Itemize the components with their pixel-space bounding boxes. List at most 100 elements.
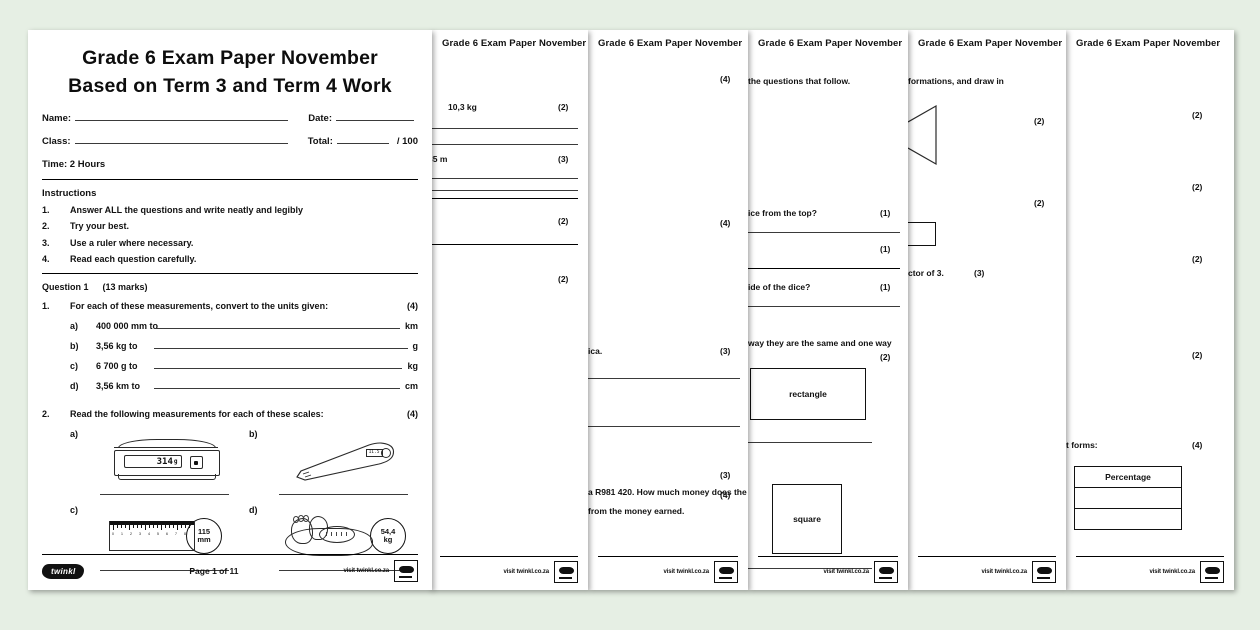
scale-item-c: c)	[70, 505, 239, 567]
scale-unit: g	[173, 458, 178, 466]
body-text: ica.	[588, 346, 603, 356]
table-row	[1074, 508, 1182, 530]
answer-line[interactable]	[748, 268, 900, 269]
answer-line[interactable]	[748, 232, 900, 233]
date-input[interactable]	[336, 111, 414, 121]
answer-line[interactable]	[154, 379, 400, 390]
item-text: Read the following measurements for each…	[70, 409, 324, 420]
subitem-unit: cm	[404, 381, 418, 392]
body-text: t forms:	[1066, 440, 1098, 450]
footer-divider	[440, 556, 578, 557]
marks-label: (1)	[880, 208, 891, 218]
answer-line[interactable]	[748, 568, 872, 569]
page-title-line-1: Grade 6 Exam Paper November	[82, 47, 378, 69]
percentage-column-header: Percentage	[1074, 466, 1182, 488]
instruction-item: 4. Read each question carefully.	[42, 254, 418, 264]
scales-row-2: c)	[70, 505, 418, 567]
answer-line[interactable]	[588, 426, 740, 427]
page-6-footer: visit twinkl.co.za	[1076, 556, 1224, 583]
exam-page-5[interactable]: Grade 6 Exam Paper November formations, …	[908, 30, 1066, 590]
answer-line[interactable]	[748, 442, 872, 443]
subitem-value: 3,56 kg to	[96, 341, 138, 352]
total-label: Total:	[307, 135, 333, 147]
subitem-unit: g	[412, 341, 419, 352]
page-5-body: formations, and draw in (2) (2) ctor of …	[908, 56, 1056, 556]
body-text: a R981 420. How much money does the	[588, 487, 747, 497]
answer-line[interactable]	[100, 493, 229, 496]
body-text: ide of the dice?	[748, 282, 811, 292]
marks-label: (2)	[1192, 350, 1203, 360]
marks-label: (3)	[720, 346, 731, 356]
percentage-cell[interactable]	[1074, 487, 1182, 509]
thermometer-display: 11.5	[365, 449, 383, 458]
percentage-cell[interactable]	[1074, 508, 1182, 530]
marks-label: (2)	[1034, 116, 1045, 126]
instruction-item: 1. Answer ALL the questions and write ne…	[42, 205, 418, 215]
answer-line[interactable]	[279, 493, 408, 496]
scale-letter: a)	[70, 429, 79, 440]
exam-page-2[interactable]: Grade 6 Exam Paper November 10,3 kg 35 m…	[430, 30, 588, 590]
instruction-number: 2.	[42, 221, 50, 232]
answer-line[interactable]	[279, 569, 408, 572]
answer-line[interactable]	[430, 144, 578, 145]
trapezoid-shape	[908, 104, 937, 166]
footer-divider	[598, 556, 738, 557]
marks-label: (2)	[558, 274, 569, 284]
body-text: from the money earned.	[588, 506, 685, 516]
exam-page-6[interactable]: Grade 6 Exam Paper November (2) (2) (2) …	[1066, 30, 1234, 590]
callout-value: 115	[197, 527, 211, 537]
answer-line[interactable]	[154, 339, 408, 350]
running-header: Grade 6 Exam Paper November	[1076, 38, 1221, 49]
rectangle-shape: rectangle	[750, 368, 866, 420]
question-number: Question 1	[42, 282, 89, 293]
twinkl-logo: twinkl	[42, 563, 85, 579]
page-4-footer: visit twinkl.co.za	[758, 556, 898, 583]
answer-line[interactable]	[430, 244, 578, 245]
scale-letter: b)	[249, 429, 258, 440]
scale-reading: 314	[156, 456, 173, 467]
class-input[interactable]	[74, 134, 288, 144]
exam-page-1[interactable]: Grade 6 Exam Paper November Based on Ter…	[28, 30, 432, 590]
subitem-unit: kg	[407, 361, 418, 372]
answer-line[interactable]	[154, 319, 400, 330]
instruction-number: 1.	[42, 204, 50, 215]
answer-line[interactable]	[430, 190, 578, 191]
answer-line[interactable]	[430, 198, 578, 199]
answer-line[interactable]	[748, 306, 900, 307]
page-5-footer: visit twinkl.co.za	[918, 556, 1056, 583]
item-number: 1.	[42, 301, 50, 312]
body-text: the questions that follow.	[748, 76, 851, 86]
exam-page-3[interactable]: Grade 6 Exam Paper November (4) (4) ica.…	[588, 30, 748, 590]
answer-line[interactable]	[588, 378, 740, 379]
answer-line[interactable]	[154, 359, 403, 370]
instruction-text: Answer ALL the questions and write neatl…	[70, 204, 304, 215]
scale-item-d: d)	[249, 505, 418, 567]
marks-label: (4)	[720, 74, 731, 84]
twinkl-badge-icon	[394, 560, 418, 582]
item-marks: (4)	[407, 301, 418, 312]
answer-line[interactable]	[430, 128, 578, 129]
name-input[interactable]	[75, 111, 289, 121]
instruction-text: Read each question carefully.	[70, 254, 197, 265]
twinkl-badge-icon	[714, 561, 738, 583]
instruction-text: Use a ruler where necessary.	[70, 237, 194, 248]
digital-thermometer-icon: 11.5	[271, 429, 418, 491]
twinkl-badge-icon	[554, 561, 578, 583]
exam-page-4[interactable]: Grade 6 Exam Paper November the question…	[748, 30, 908, 590]
page-1-footer: twinkl Page 1 of 11 visit twinkl.co.za	[42, 554, 418, 582]
bathroom-scale-icon: 54,4 kg	[271, 505, 418, 567]
subitem-value: 400 000 mm to	[96, 321, 159, 332]
answer-line[interactable]	[430, 178, 578, 179]
page-title-line-2: Based on Term 3 and Term 4 Work	[68, 75, 392, 98]
total-input[interactable]	[336, 134, 389, 144]
twinkl-badge-icon	[1200, 561, 1224, 583]
callout-unit: mm	[197, 535, 211, 545]
item-text: For each of these measurements, convert …	[70, 301, 329, 312]
marks-label: (3)	[974, 268, 985, 278]
subitem-letter: d)	[70, 381, 79, 392]
answer-line[interactable]	[100, 569, 229, 572]
